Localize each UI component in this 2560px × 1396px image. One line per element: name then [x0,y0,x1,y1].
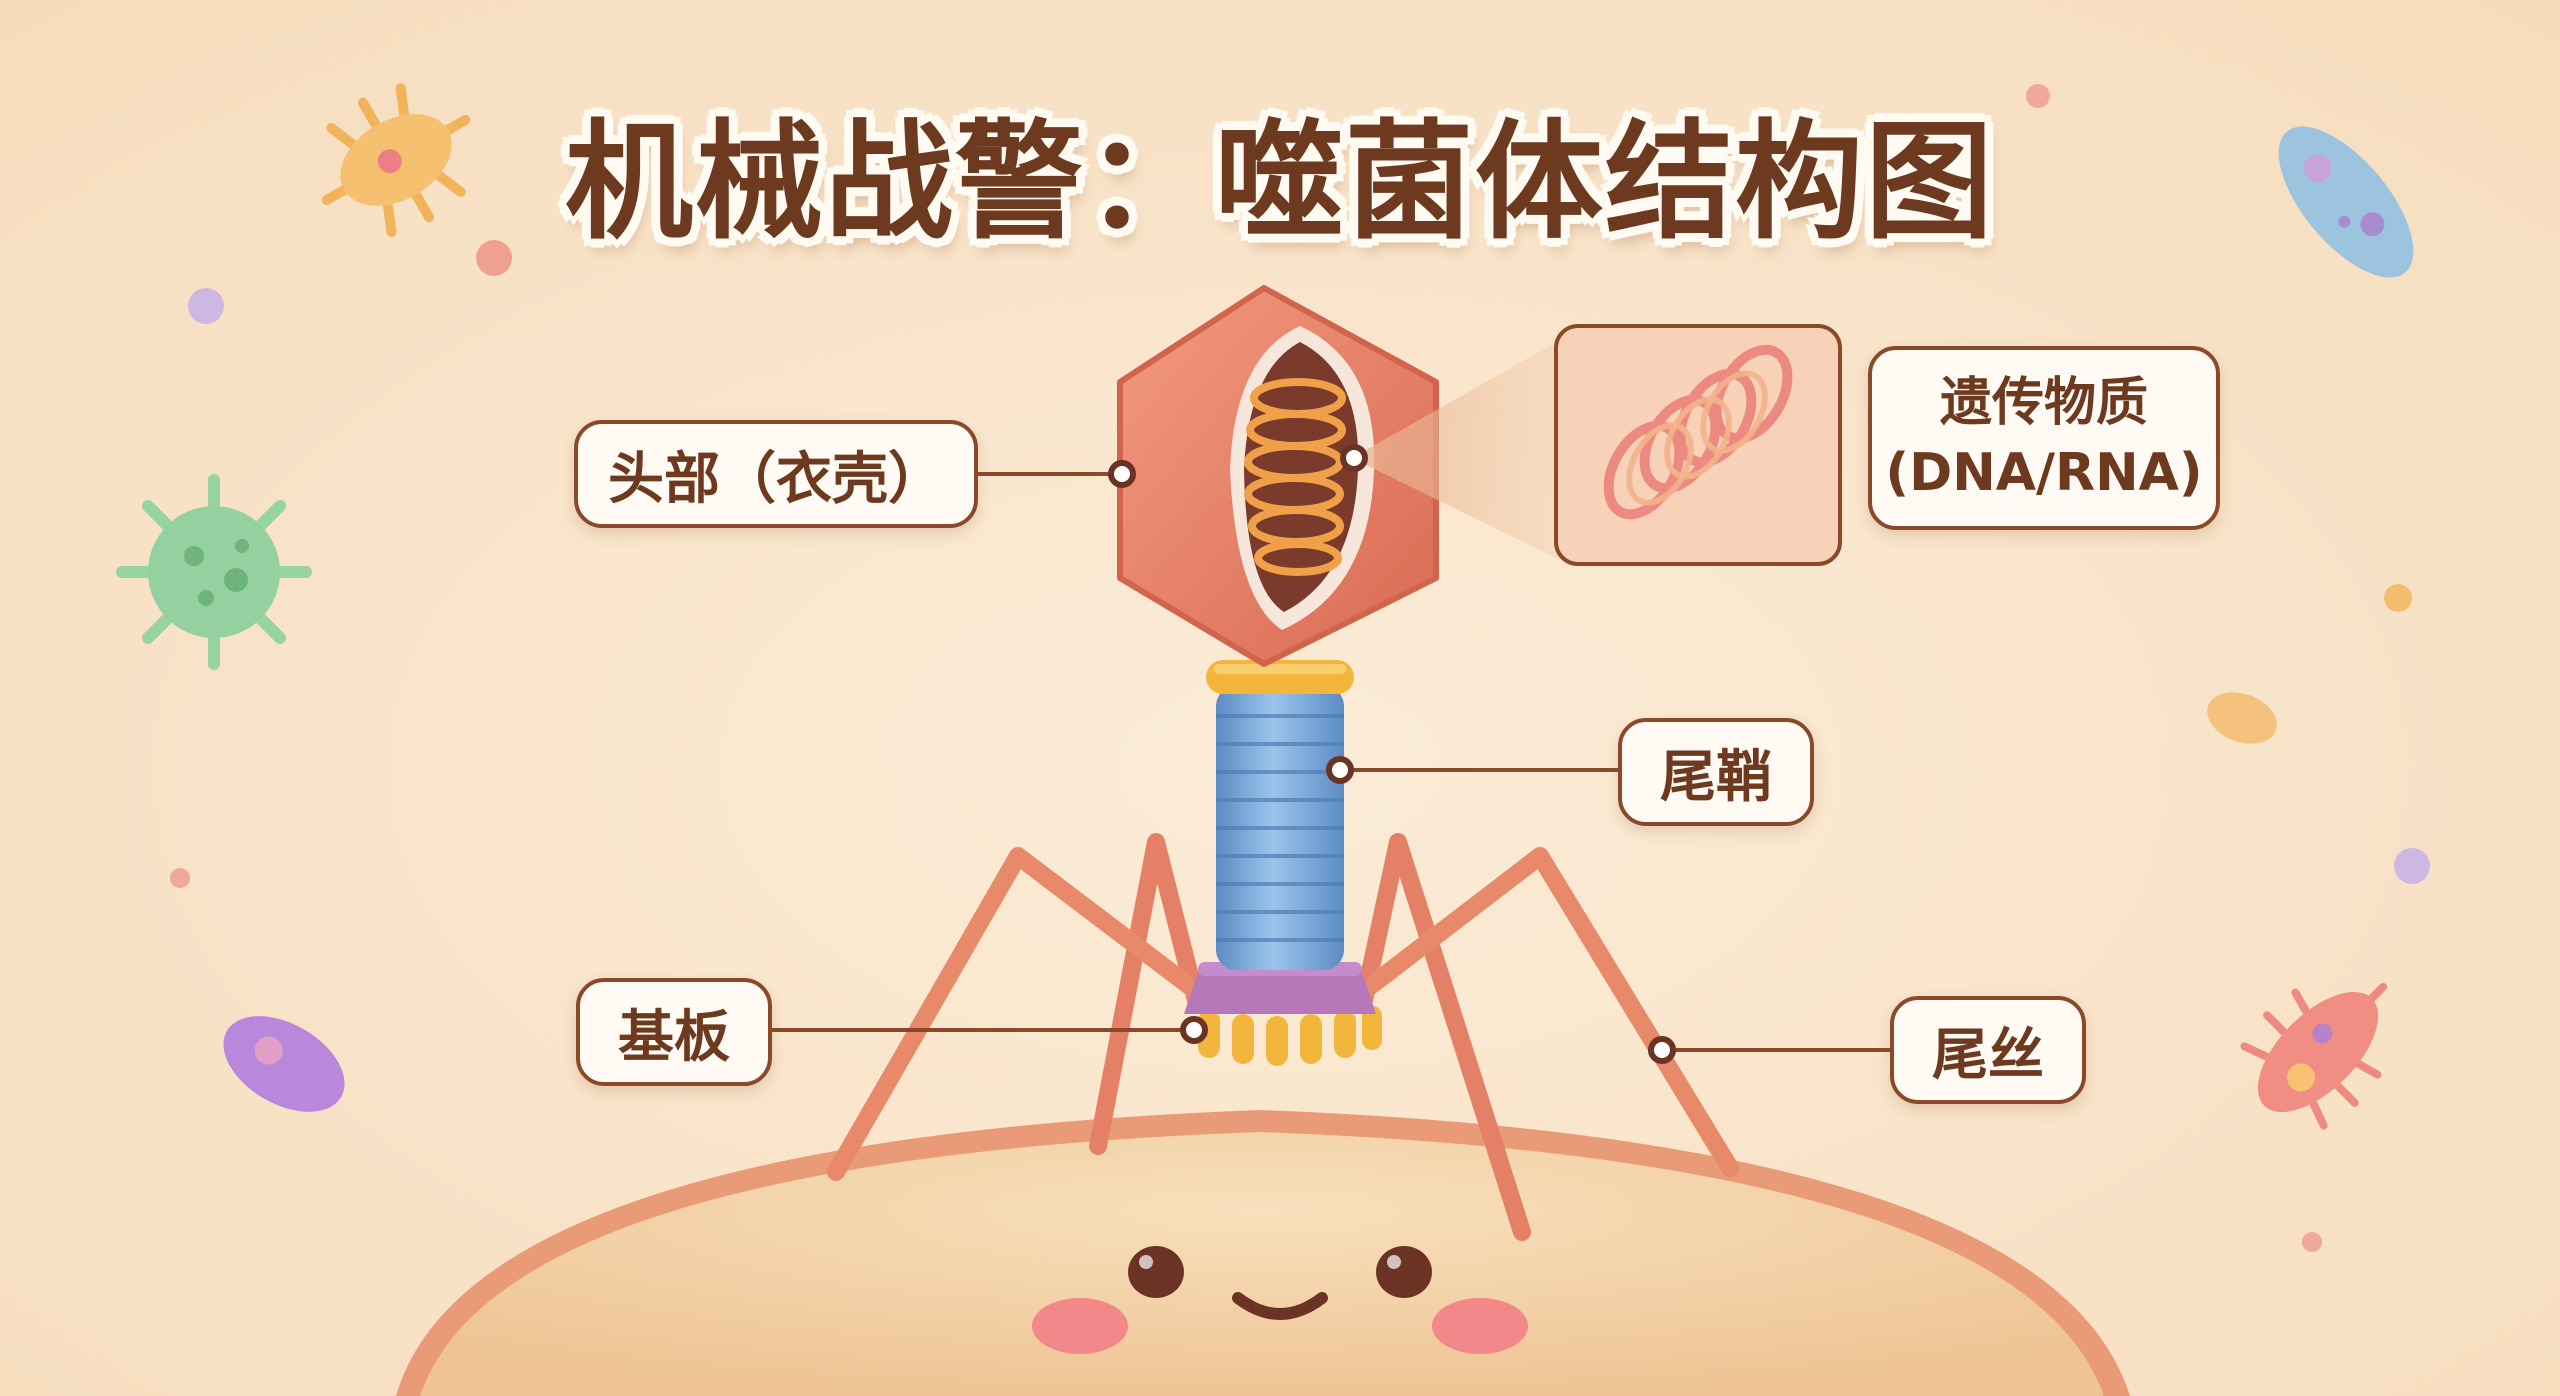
baseplate [1184,962,1382,1066]
microbe-purple-icon [223,1016,345,1112]
page-title: 机械战警：噬菌体结构图 [564,108,1995,257]
label-baseplate: 基板 [576,978,772,1086]
cell-eye-left [1128,1246,1184,1298]
baseplate-pointer-dot [1180,1016,1208,1044]
sheath-pointer-dot [1326,756,1354,784]
dna-coil [1244,378,1346,576]
label-tail-sheath: 尾鞘 [1618,718,1814,826]
label-genetic-material: 遗传物质 (DNA/RNA) [1868,346,2220,530]
background-dots [170,84,2430,1252]
cell-smile [1232,1292,1328,1320]
collar [1206,660,1354,694]
label-tail-fibers: 尾丝 [1890,996,2086,1104]
microbe-pink-icon [2240,982,2388,1130]
tail-fibers [827,833,1739,1241]
cell-cheek-left [1032,1298,1128,1354]
leader-dots [1108,444,1676,1064]
microbe-bean-icon [2207,692,2277,744]
microbe-green-virus-icon [116,474,312,670]
cell-eye-right [1376,1246,1432,1298]
dna-pointer-dot [1340,444,1368,472]
host-cell [396,1110,2130,1396]
label-genetic-line1: 遗传物质 [1939,373,2148,433]
tail-sheath [1216,686,1344,970]
label-head-capsid: 头部（衣壳） [574,420,978,528]
capsid-head [1117,285,1439,667]
leader-lines [772,472,1890,1052]
microbe-orange-icon [321,83,471,237]
cell-cheek-right [1432,1298,1528,1354]
microbe-blue-icon [2278,126,2414,278]
dna-zoom-inset [1554,324,1842,566]
fibers-pointer-dot [1648,1036,1676,1064]
zoom-cone [1352,340,1560,560]
label-genetic-line2: (DNA/RNA) [1885,443,2203,503]
head-pointer-dot [1108,460,1136,488]
